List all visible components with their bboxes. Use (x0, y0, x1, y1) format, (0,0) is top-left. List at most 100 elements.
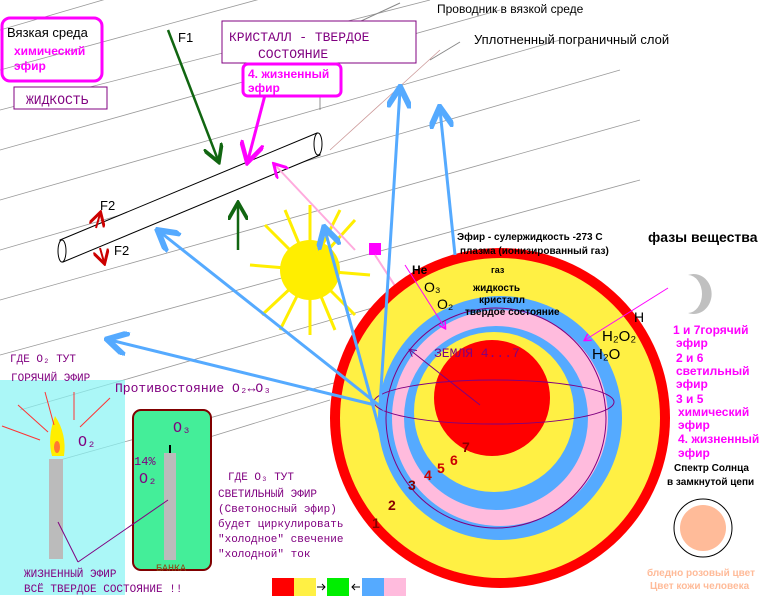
legend-item: светильный (676, 364, 750, 378)
life-ether-box (241, 62, 343, 98)
conductor-label: Проводник в вязкой среде (437, 2, 584, 16)
f2-bottom-label: F2 (114, 243, 129, 258)
life-ether-label: 4. жизненный (248, 67, 329, 81)
ring-number: 2 (388, 497, 396, 513)
earth-arrow (410, 350, 481, 406)
hot-ether-label: ГОРЯЧИЙ ЭФИР (11, 371, 91, 385)
pink-arrow (275, 165, 356, 251)
blue-arrows (110, 90, 457, 451)
circulate-label: будет циркулировать (218, 518, 343, 531)
life-ether-bottom-label: ЖИЗНЕННЫЙ ЭФИР (24, 567, 117, 581)
legend-item: эфир (678, 418, 710, 432)
life-ether-label-2: эфир (248, 81, 280, 95)
gas-label: газ (491, 265, 505, 275)
he-label: He (412, 263, 428, 277)
closed-circuit-ring (673, 498, 733, 558)
cold-current-label: "холодной" ток (218, 549, 310, 561)
legend-item: эфир (676, 336, 708, 350)
o3-label: O₃ (424, 279, 441, 295)
jar-label: БАНКА (156, 564, 186, 575)
color-swatch-red (272, 578, 294, 596)
where-o3-label: ГДЕ O₃ ТУТ (228, 472, 294, 484)
jar-o3-label: O₃ (173, 420, 191, 437)
light-ether-label: СВЕТИЛЬНЫЙ ЭФИР (218, 487, 317, 501)
moon-icon (688, 274, 712, 314)
f2-down-arrow (100, 247, 104, 262)
ring-number: 7 (462, 439, 470, 455)
opposition-label: Противостояние O₂↔O₃ (115, 381, 271, 396)
jar-o2-label: O₂ (139, 471, 157, 488)
f1-label: F1 (178, 30, 193, 45)
phases-title: фазы вещества (648, 229, 758, 245)
color-swatch-blue (362, 578, 384, 596)
legend-item: 4. жизненный (678, 432, 759, 446)
pale-pink-label: бледно розовый цвет (647, 567, 755, 579)
f1-arrow (166, 29, 218, 160)
f2-up-arrow (96, 214, 100, 229)
percent-label: 14% (134, 455, 156, 469)
candle-left (49, 459, 63, 559)
candle-jar (164, 453, 176, 560)
legend-item: эфир (676, 377, 708, 391)
color-strip (272, 578, 406, 596)
color-swatch-green (327, 578, 349, 596)
ring-number: 1 (372, 515, 380, 531)
crystal-label-2: СОСТОЯНИЕ (258, 47, 328, 62)
color-swatch-yellow (294, 578, 316, 596)
ring-number: 6 (450, 452, 458, 468)
h-label: H (634, 309, 644, 325)
ring-number: 3 (408, 477, 416, 493)
ether-legend: 1 и 7горячий эфир 2 и 6 светильный эфир … (673, 323, 759, 460)
sphere-liquid-label: жидкость (472, 283, 520, 294)
ether-superfluid-label: Эфир - сулержидкость -273 С (457, 231, 603, 243)
life-ether-pointer-2 (57, 521, 79, 563)
earth-label: ЗЕМЛЯ 4...7 (434, 346, 520, 361)
flame-icon (50, 416, 65, 456)
where-o2-label: ГДЕ O₂ ТУТ (10, 354, 76, 366)
cold-glow-label: "холодное" свечение (218, 534, 343, 546)
chemical-ether-label-2: эфир (14, 59, 46, 73)
sphere-solid-label: твердое состояние (465, 307, 560, 318)
crystal-box (221, 20, 417, 64)
h2o-label: H₂O (592, 346, 620, 363)
viscous-medium-box (0, 16, 104, 83)
legend-item: 2 и 6 (676, 351, 704, 365)
earth-sphere (330, 248, 670, 588)
chemical-ether-label: химический (14, 44, 85, 58)
spectrum-label: Спектр Солнца (674, 463, 749, 474)
crystal-label: КРИСТАЛЛ - ТВЕРДОЕ (229, 30, 370, 45)
life-ether-arrow (248, 94, 267, 160)
viscous-medium-label: Вязкая среда (7, 25, 89, 40)
spectrum-label-2: в замкнутой цепи (667, 477, 754, 488)
color-swatch-pink (384, 578, 406, 596)
life-ether-pointer (77, 499, 169, 563)
luminiferous-label: (Светоносный эфир) (218, 503, 337, 516)
liquid-box (13, 86, 108, 110)
boundary-layer-label: Уплотненный пограничный слой (474, 32, 669, 47)
plasma-label: плазма (ионизированный газ) (460, 246, 609, 257)
liquid-label: ЖИДКОСТЬ (26, 93, 89, 108)
h2o2-label: H₂O₂ (602, 328, 636, 345)
heat-rays (1, 391, 111, 441)
ring-number: 4 (424, 467, 432, 483)
ring-number: 5 (437, 460, 445, 476)
legend-item: химический (678, 405, 749, 419)
candle-o2-label: O₂ (78, 434, 96, 451)
legend-item: 1 и 7горячий (673, 323, 748, 337)
all-solid-label: ВСЁ ТВЕРДОЕ СОСТОЯНИЕ !! (24, 583, 182, 596)
f2-top-label: F2 (100, 198, 115, 213)
boundary-pointer (429, 41, 461, 61)
pale-pink-circle (680, 505, 726, 551)
arrow-left-icon (351, 583, 360, 591)
moon-arrow (585, 287, 669, 340)
legend-item: эфир (678, 446, 710, 460)
arrow-right-icon (317, 583, 326, 591)
ring-numbers: 1 2 3 4 5 6 7 (372, 439, 470, 531)
flame-core (54, 441, 60, 453)
skin-color-label: Цвет кожи человека (650, 581, 750, 592)
o3-arrow (404, 264, 445, 328)
magenta-square (369, 243, 381, 255)
legend-item: 3 и 5 (676, 392, 704, 406)
o2-label: O₂ (437, 296, 453, 312)
